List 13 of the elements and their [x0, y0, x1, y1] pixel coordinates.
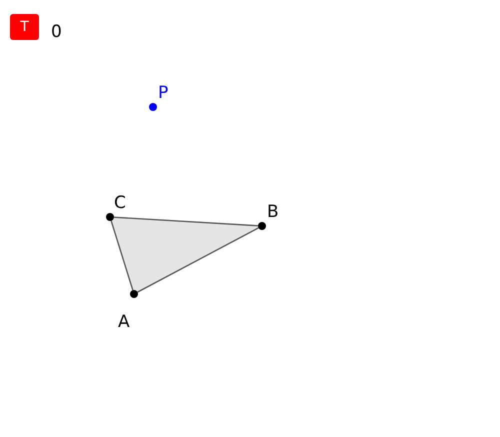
point-label: A	[118, 313, 130, 331]
point-dot	[258, 222, 266, 230]
point-dot	[149, 103, 157, 111]
triangle-side	[114, 216, 258, 226]
point-dot	[106, 213, 114, 221]
point-label: P	[158, 84, 168, 102]
triangle-side	[137, 227, 259, 293]
point-label: B	[267, 203, 279, 221]
triangle-side	[110, 220, 134, 290]
counter-value: 0	[51, 23, 62, 41]
toggle-button: T	[10, 14, 39, 40]
point-dot	[130, 290, 138, 298]
point-label: C	[114, 194, 126, 212]
